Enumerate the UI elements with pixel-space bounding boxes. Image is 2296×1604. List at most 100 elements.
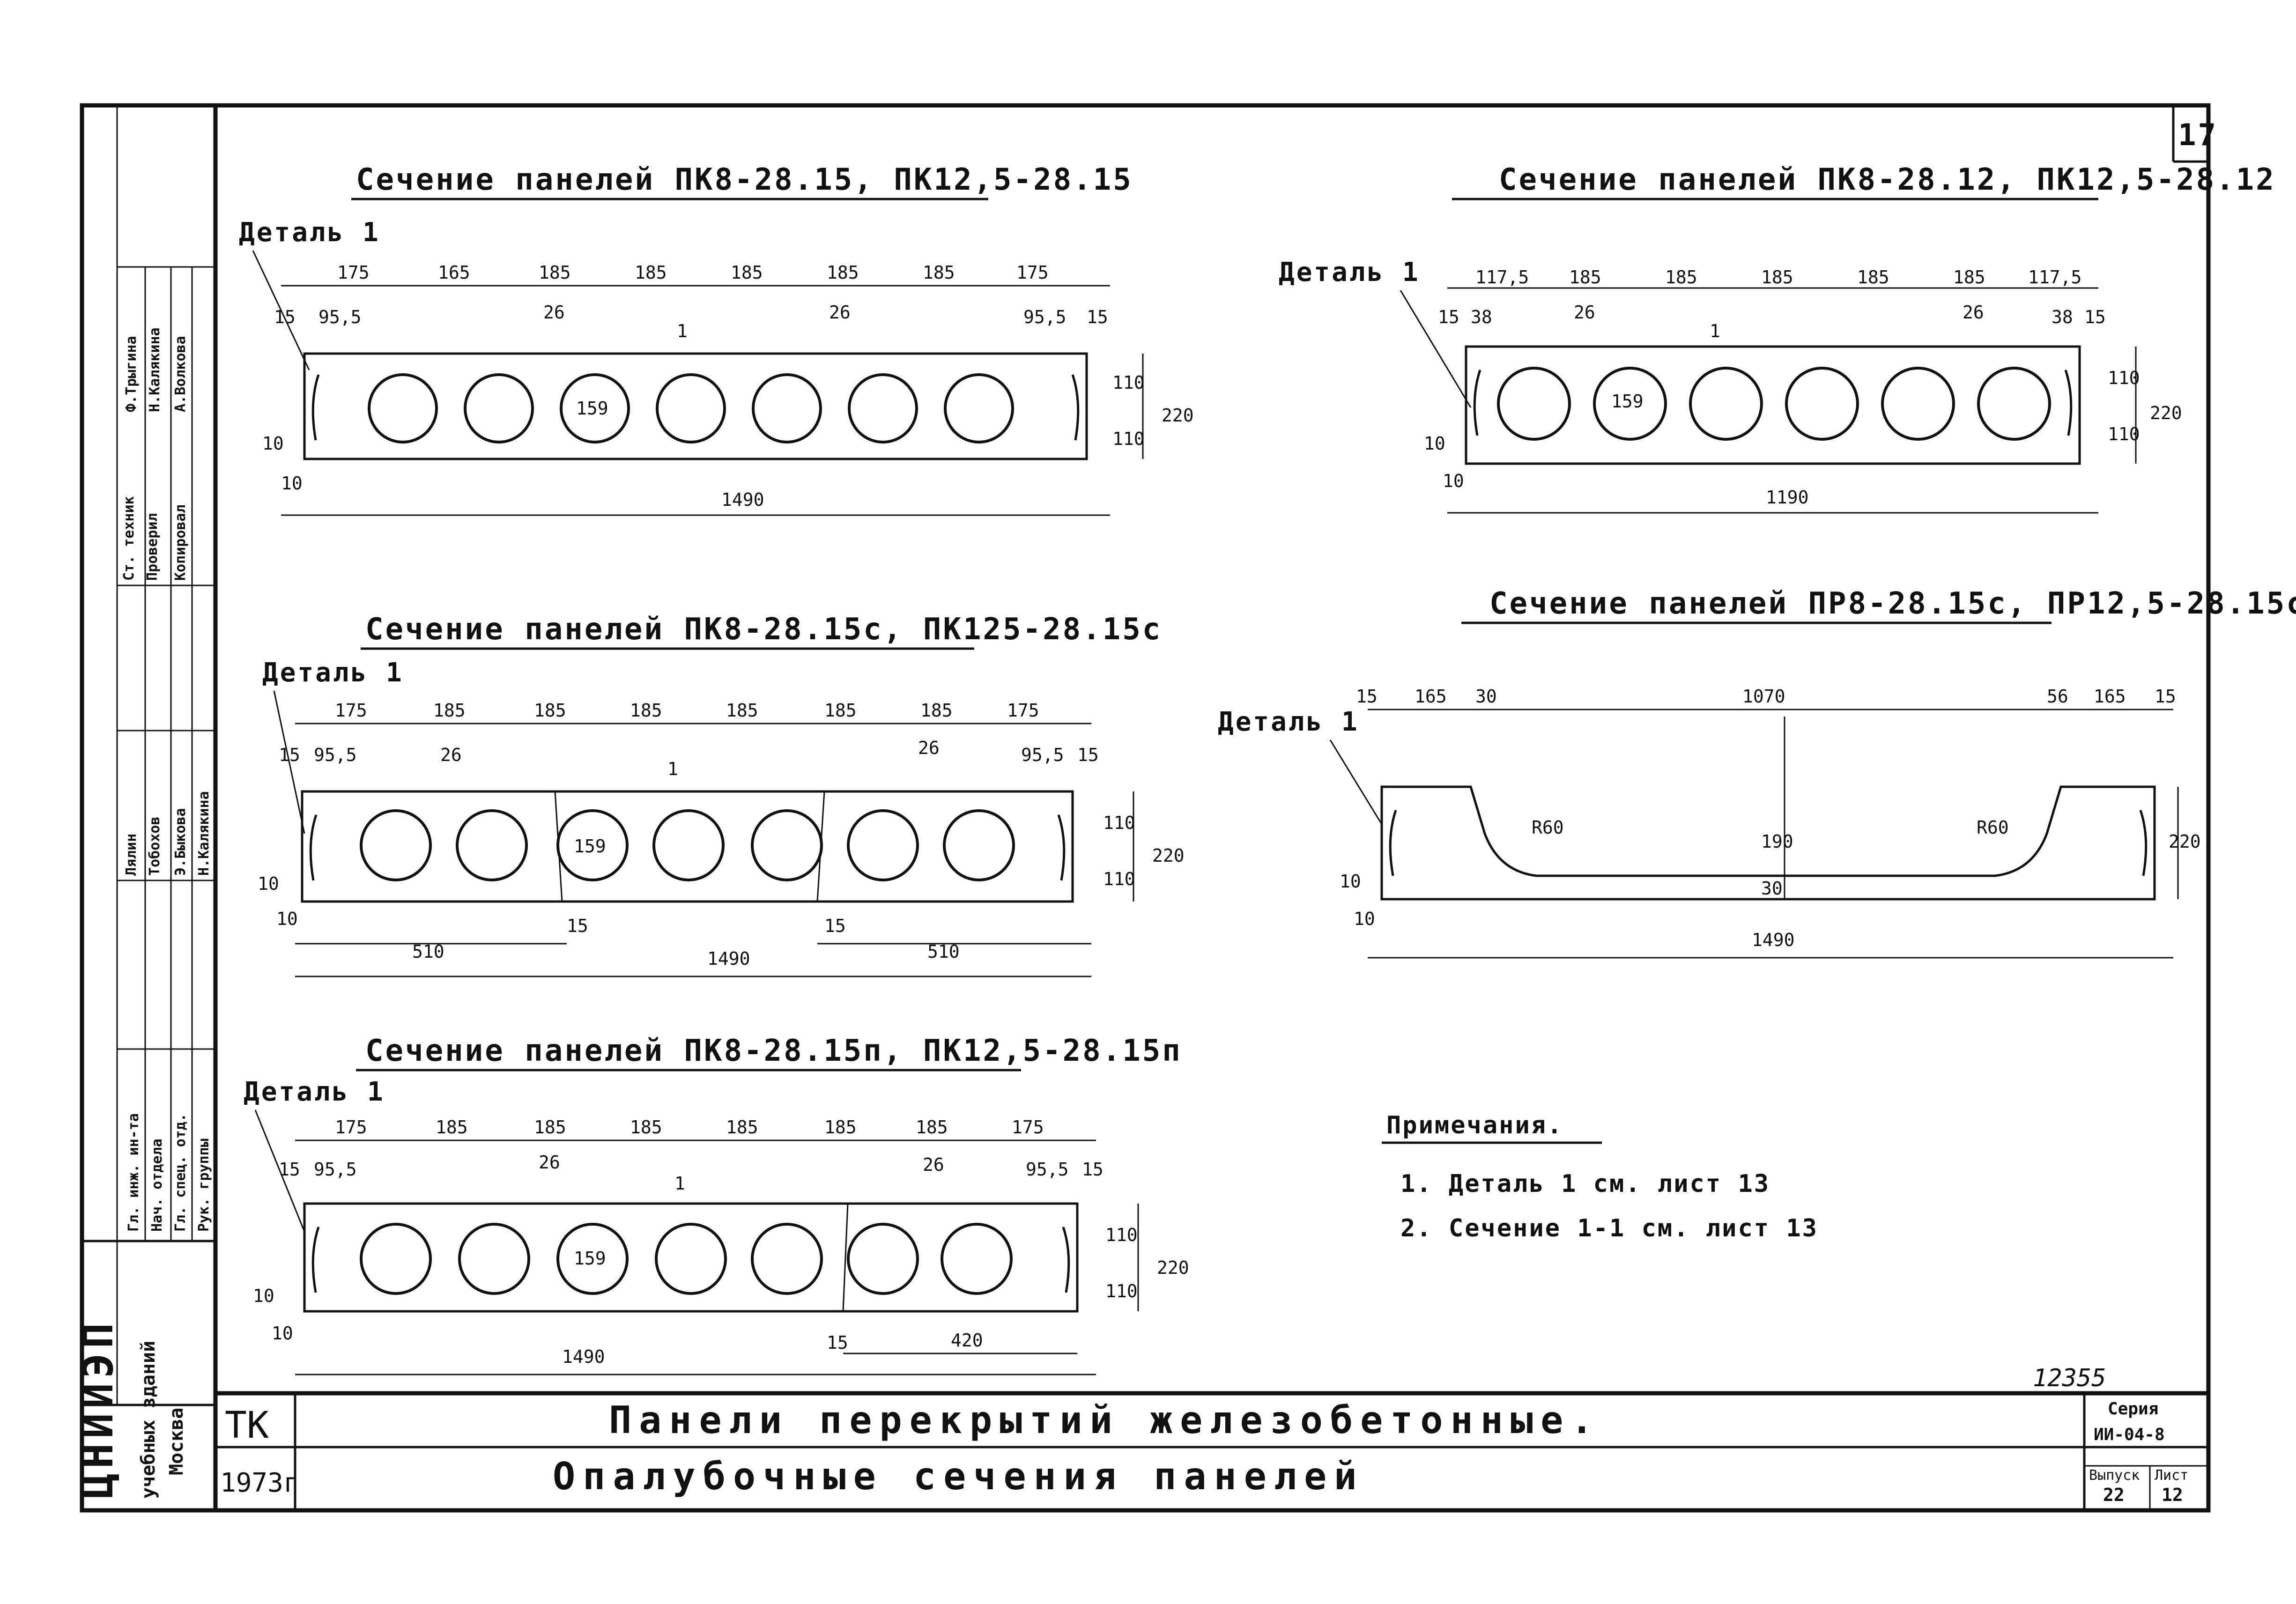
secondary-dim: 26: [539, 1152, 560, 1173]
bottom-dim: 1190: [1766, 487, 1809, 508]
right-dim: 220: [2150, 403, 2182, 423]
top-dim: 15: [2155, 686, 2176, 707]
secondary-dim: 95,5: [1026, 1159, 1069, 1180]
radius-label: R60: [1532, 817, 1564, 838]
top-dim: 30: [1475, 686, 1497, 707]
stamp-org-sub1: учебных зданий: [138, 1341, 159, 1499]
hollow-core: [560, 373, 630, 444]
stamp-name-trygina: Ф.Трыгина: [123, 336, 140, 412]
detail-label: Деталь 1: [1279, 257, 1420, 288]
note-item-2: 2. Сечение 1-1 см. лист 13: [1400, 1214, 1818, 1242]
title-block-sheet-label: Лист: [2155, 1467, 2188, 1484]
hollow-core: [1785, 367, 1859, 441]
top-dim: 185: [635, 262, 667, 283]
secondary-dim: 95,5: [314, 1159, 357, 1180]
title-block-sheet-number: 12355: [2033, 1364, 2106, 1392]
stamp-role-chief-engineer: Гл. инж. ин-та: [126, 1113, 142, 1232]
bottom-dim: 1490: [1752, 930, 1795, 950]
secondary-dim: 15: [1438, 307, 1459, 327]
detail-label: Деталь 1: [262, 658, 404, 688]
detail-label: Деталь 1: [244, 1077, 385, 1107]
hollow-core: [556, 1223, 629, 1295]
title-block-sheet: 12: [2162, 1485, 2183, 1505]
stamp-role-checked: Проверил: [144, 513, 161, 581]
stamp-name-bykova: Э.Быкова: [172, 808, 189, 876]
section-title: Сечение панелей ПР8-28.15с, ПР12,5-28.15…: [1489, 586, 2296, 621]
top-dim: 185: [1761, 267, 1793, 288]
secondary-dim: 95,5: [1023, 307, 1067, 327]
stamp-role-copied: Копировал: [172, 504, 189, 581]
top-dim: 185: [923, 262, 955, 283]
top-dim: 185: [916, 1117, 948, 1138]
top-dim: 175: [335, 1117, 367, 1138]
secondary-dim: 15: [274, 307, 296, 327]
stamp-org-sub2: Москва: [166, 1408, 187, 1476]
right-dim: 110: [2108, 424, 2140, 444]
secondary-dim: 26: [1574, 302, 1595, 323]
bottom-dim: 1490: [721, 489, 764, 510]
left-dim: 10: [1340, 871, 1361, 892]
center-dim: 190: [1761, 831, 1793, 852]
title-block-issue-label: Выпуск: [2089, 1467, 2140, 1484]
top-dim: 117,5: [2028, 267, 2081, 288]
secondary-dim: 15: [1082, 1159, 1104, 1180]
top-dim: 185: [1953, 267, 1985, 288]
top-dim: 175: [335, 700, 367, 721]
hollow-core: [1593, 367, 1667, 441]
title-block: ТК 1973г Панели перекрытий железобетонны…: [215, 1364, 2208, 1510]
top-dim: 185: [824, 700, 857, 721]
secondary-dim: 26: [918, 738, 940, 758]
section-pk-28-15c: Сечение панелей ПК8-28.15с, ПК125-28.15с…: [258, 612, 1185, 977]
secondary-dim: 15: [279, 1159, 300, 1180]
stamp-role-group-lead: Рук. группы: [196, 1138, 212, 1232]
top-dim: 15: [1356, 686, 1378, 707]
hollow-core: [943, 809, 1015, 881]
hollow-cores: [360, 1223, 1013, 1295]
bottom-dim: 15: [827, 1332, 848, 1353]
secondary-dim: 38: [2052, 307, 2073, 327]
right-dim: 110: [1112, 372, 1145, 393]
hole-dim: 159: [574, 836, 606, 857]
bottom-dim: 510: [412, 941, 444, 962]
right-dim: 110: [1103, 813, 1135, 833]
title-block-series: ИИ-04-8: [2094, 1425, 2165, 1444]
section-pk-28-15p: Сечение панелей ПК8-28.15п, ПК12,5-28.15…: [244, 1034, 1189, 1375]
hollow-core: [656, 373, 726, 444]
top-dim: 185: [920, 700, 953, 721]
right-dim: 110: [1105, 1281, 1138, 1301]
top-dim: 185: [433, 700, 466, 721]
left-dim: 10: [258, 873, 279, 894]
secondary-dim: 95,5: [318, 307, 362, 327]
hollow-core: [655, 1223, 727, 1295]
title-block-series-label: Серия: [2108, 1399, 2158, 1419]
hollow-core: [1977, 367, 2051, 441]
hollow-core: [1689, 367, 1763, 441]
top-dim: 165: [2094, 686, 2126, 707]
hollow-core: [556, 809, 629, 881]
section-pk-28-15: Сечение панелей ПК8-28.15, ПК12,5-28.15 …: [239, 163, 1194, 516]
hollow-core: [464, 373, 534, 444]
bottom-dim: 15: [567, 916, 588, 936]
hollow-core: [941, 1223, 1013, 1295]
top-dim: 185: [726, 700, 758, 721]
title-block-code: ТК: [225, 1404, 269, 1447]
notes: Примечания. 1. Деталь 1 см. лист 13 2. С…: [1382, 1111, 1818, 1242]
left-dim: 10: [253, 1286, 274, 1306]
section-pr-28-15c: Сечение панелей ПР8-28.15с, ПР12,5-28.15…: [1218, 586, 2296, 959]
hollow-core: [944, 373, 1014, 444]
left-dim: 10: [276, 909, 298, 929]
top-dim: 185: [436, 1117, 468, 1138]
secondary-dim: 15: [2084, 307, 2106, 327]
stamp-org-name: ЦНИИЭП: [74, 1318, 123, 1499]
secondary-dim: 15: [1087, 307, 1108, 327]
top-dim: 175: [1012, 1117, 1044, 1138]
section-title: Сечение панелей ПК8-28.15п, ПК12,5-28.15…: [365, 1034, 1182, 1068]
bottom-dim: 15: [824, 916, 846, 936]
top-dim: 185: [1857, 267, 1889, 288]
section-title: Сечение панелей ПК8-28.15с, ПК125-28.15с: [365, 612, 1162, 647]
secondary-dim: 95,5: [1021, 745, 1064, 765]
hole-dim: 159: [1611, 391, 1644, 412]
notes-heading: Примечания.: [1386, 1111, 1563, 1139]
right-dim: 110: [1112, 429, 1145, 449]
